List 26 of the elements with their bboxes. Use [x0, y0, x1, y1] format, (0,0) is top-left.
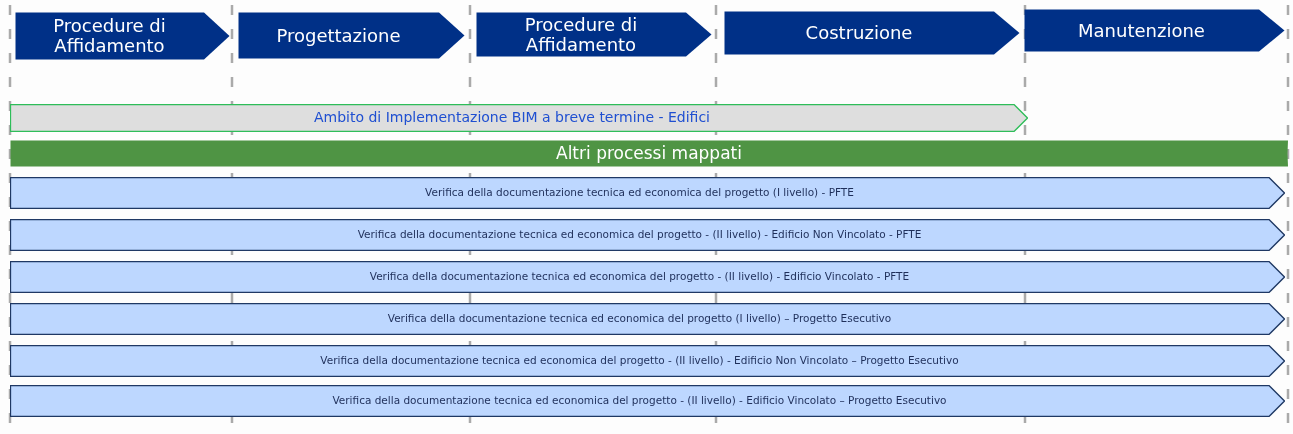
process-label: Verifica della documentazione tecnica ed economica del progetto - (II livello) - Edificio Vincolato – Progetto Esecutivo	[332, 395, 947, 407]
phase-label: Manutenzione	[1078, 20, 1205, 41]
phase-banner	[238, 12, 465, 59]
process-banner	[10, 261, 1285, 293]
phase-label: Costruzione	[805, 23, 913, 43]
process-label: Verifica della documentazione tecnica ed economica del progetto (I livello) - PFTE	[425, 187, 854, 199]
phase-label: Progettazione	[276, 25, 401, 46]
phase-banner	[476, 12, 712, 57]
process-banner	[10, 345, 1285, 377]
phase-label: Procedure di Affidamento	[52, 16, 167, 56]
process-label: Verifica della documentazione tecnica ed economica del progetto - (II livello) - Edificio Vincolato - PFTE	[369, 271, 910, 283]
scope-label: Ambito di Implementazione BIM a breve termine - Edifici	[314, 110, 710, 126]
process-label: Verifica della documentazione tecnica ed economica del progetto - (II livello) - Edificio Non Vincolato – Progetto Esecutivo	[320, 355, 959, 367]
phase-banner	[1024, 9, 1285, 52]
process-banner	[10, 219, 1285, 251]
process-label: Verifica della documentazione tecnica ed economica del progetto (I livello) – Progetto Esecutivo	[387, 313, 892, 325]
section-bar	[10, 140, 1288, 167]
process-banner	[10, 385, 1285, 417]
phase-banner	[724, 11, 1020, 55]
phase-label: Procedure di Affidamento	[523, 14, 639, 55]
process-banner	[10, 177, 1285, 209]
process-label: Verifica della documentazione tecnica ed economica del progetto - (II livello) - Edificio Non Vincolato - PFTE	[357, 229, 922, 241]
scope-banner	[10, 104, 1028, 132]
section-label: Altri processi mappati	[556, 144, 742, 163]
process-banner	[10, 303, 1285, 335]
phase-banner	[15, 12, 230, 60]
